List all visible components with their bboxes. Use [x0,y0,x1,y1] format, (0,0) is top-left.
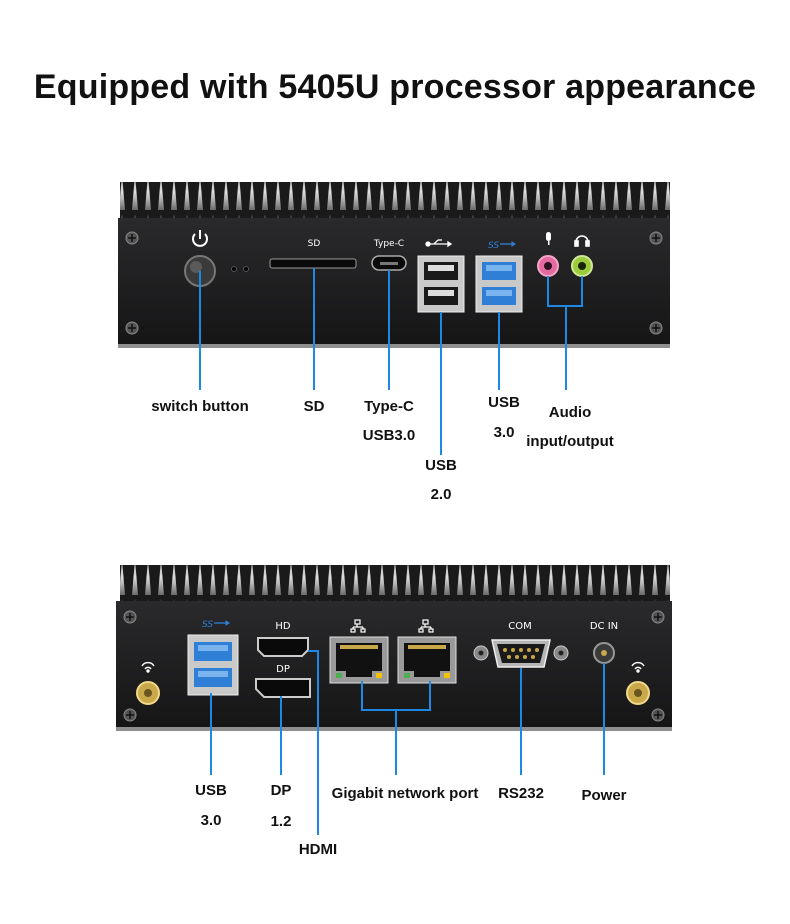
rear-usb3-label: USB [195,782,227,799]
page-title: Equipped with 5405U processor appearance [33,68,757,106]
switch-button-label: switch button [151,398,249,415]
svg-text:SS: SS [488,241,499,251]
rear-usb3-version-label: 3.0 [200,812,222,829]
status-led [231,266,237,272]
antenna-icon[interactable] [626,681,650,705]
hdmi-label: HDMI [298,841,338,858]
usb3-port-stack[interactable] [475,255,523,313]
usb3-version-label: 3.0 [493,424,515,441]
microphone-icon [546,232,551,245]
wifi-icon [631,661,645,673]
usb3-port-stack[interactable] [187,634,239,696]
usb2-version-label: 2.0 [430,486,452,503]
sd-label: SD [303,398,325,415]
hdmi-port[interactable] [257,637,309,657]
dp-label: DP [270,782,292,799]
audio-io-label: input/output [526,433,614,450]
dcin-panel-label: DC IN [590,621,618,632]
audio-label: Audio [548,404,592,421]
displayport-port[interactable] [255,678,311,698]
com-port[interactable] [473,639,569,668]
wifi-icon [141,661,155,673]
gigabit-network-label: Gigabit network port [331,785,479,802]
type-c-usb-label: USB3.0 [362,427,416,444]
dp-panel-label: DP [276,664,290,675]
usb3-icon: SS [202,620,230,630]
rj45-port[interactable] [397,636,457,684]
front-panel: SD Type-C SS [118,182,670,348]
power-label: Power [581,787,627,804]
sd-panel-label: SD [308,239,321,249]
rj45-port[interactable] [329,636,389,684]
usb3-label: USB [488,394,520,411]
usb2-label: USB [425,457,457,474]
rs232-label: RS232 [498,785,544,802]
heatsink-fins [120,565,670,607]
status-led [243,266,249,272]
power-icon [192,230,208,247]
usb-icon [425,239,453,248]
hd-panel-label: HD [275,621,291,632]
com-panel-label: COM [508,621,531,632]
usb3-icon: SS [488,241,516,251]
network-icon [350,619,366,633]
type-c-label: Type-C [364,398,414,415]
svg-text:SS: SS [202,620,213,630]
type-c-panel-label: Type-C [373,239,404,249]
network-icon [418,619,434,633]
dp-version-label: 1.2 [270,813,292,830]
heatsink-fins [120,182,670,224]
antenna-icon[interactable] [136,681,160,705]
headphone-icon [574,235,590,247]
usb2-port-stack[interactable] [417,255,465,313]
